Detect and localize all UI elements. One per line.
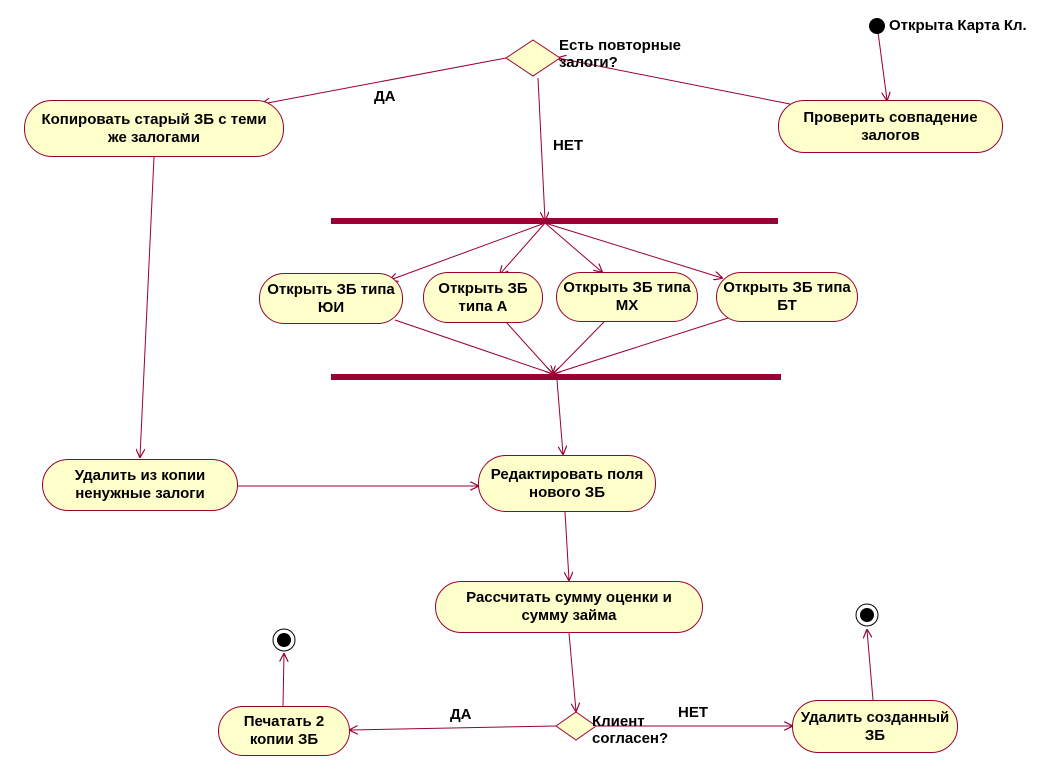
edge-open-yui-to-join (394, 319, 553, 374)
decision-node-2 (555, 711, 597, 741)
edge-open-mh-to-join (553, 321, 605, 374)
edge-calc-to-decision2 (568, 632, 576, 711)
decision1-question: Есть повторные залоги? (559, 37, 682, 71)
action-copy-old-zb: Копировать старый ЗБ с теми же залогами (24, 100, 284, 157)
edge-copy-to-remove (140, 156, 155, 457)
end-node-print (272, 628, 296, 652)
edge-check-to-decision1 (558, 58, 791, 105)
decision-node-1 (505, 39, 561, 77)
edge-open-a-to-join (505, 321, 553, 374)
end-node-delete (855, 603, 879, 627)
edge-join-to-edit (556, 379, 563, 454)
start-node (869, 18, 885, 34)
action-remove-extra-pledges: Удалить из копии ненужные залоги (42, 459, 238, 511)
action-open-zb-bt: Открыть ЗБ типа БТ (716, 272, 858, 322)
join-bar (331, 374, 781, 380)
edge-fork-to-open-mh (544, 222, 602, 272)
action-open-zb-yui: Открыть ЗБ типа ЮИ (259, 273, 403, 324)
action-check-pledges: Проверить совпадение залогов (778, 100, 1003, 153)
action-open-zb-mh: Открыть ЗБ типа МХ (556, 272, 698, 322)
action-calc-sums: Рассчитать сумму оценки и сумму займа (435, 581, 703, 633)
decision2-question: Клиент согласен? (592, 713, 669, 747)
fork-bar (331, 218, 778, 224)
edge-start-to-check (877, 31, 887, 100)
action-print-copies: Печатать 2 копии ЗБ (218, 706, 350, 756)
edge-decision1-to-fork (537, 77, 545, 220)
edge-edit-to-calc (565, 511, 569, 580)
action-open-zb-a: Открыть ЗБ типа А (423, 272, 543, 323)
edge-delete-to-end (867, 630, 874, 701)
edge-fork-to-open-bt (544, 222, 722, 278)
decision2-no-label: НЕТ (678, 704, 708, 721)
edge-print-to-end (283, 654, 284, 707)
edge-decision2-to-print (350, 726, 557, 730)
start-label: Открыта Карта Кл. (889, 17, 1027, 34)
decision1-no-label: НЕТ (553, 137, 583, 154)
edge-open-bt-to-join (553, 317, 729, 374)
decision2-yes-label: ДА (450, 706, 472, 723)
decision1-yes-label: ДА (374, 88, 396, 105)
edge-fork-to-open-yui (390, 222, 546, 280)
action-edit-new-zb: Редактировать поля нового ЗБ (478, 455, 656, 512)
action-delete-created-zb: Удалить созданный ЗБ (792, 700, 958, 753)
edge-fork-to-open-a (500, 222, 546, 274)
edge-decision1-to-copy (262, 57, 507, 104)
